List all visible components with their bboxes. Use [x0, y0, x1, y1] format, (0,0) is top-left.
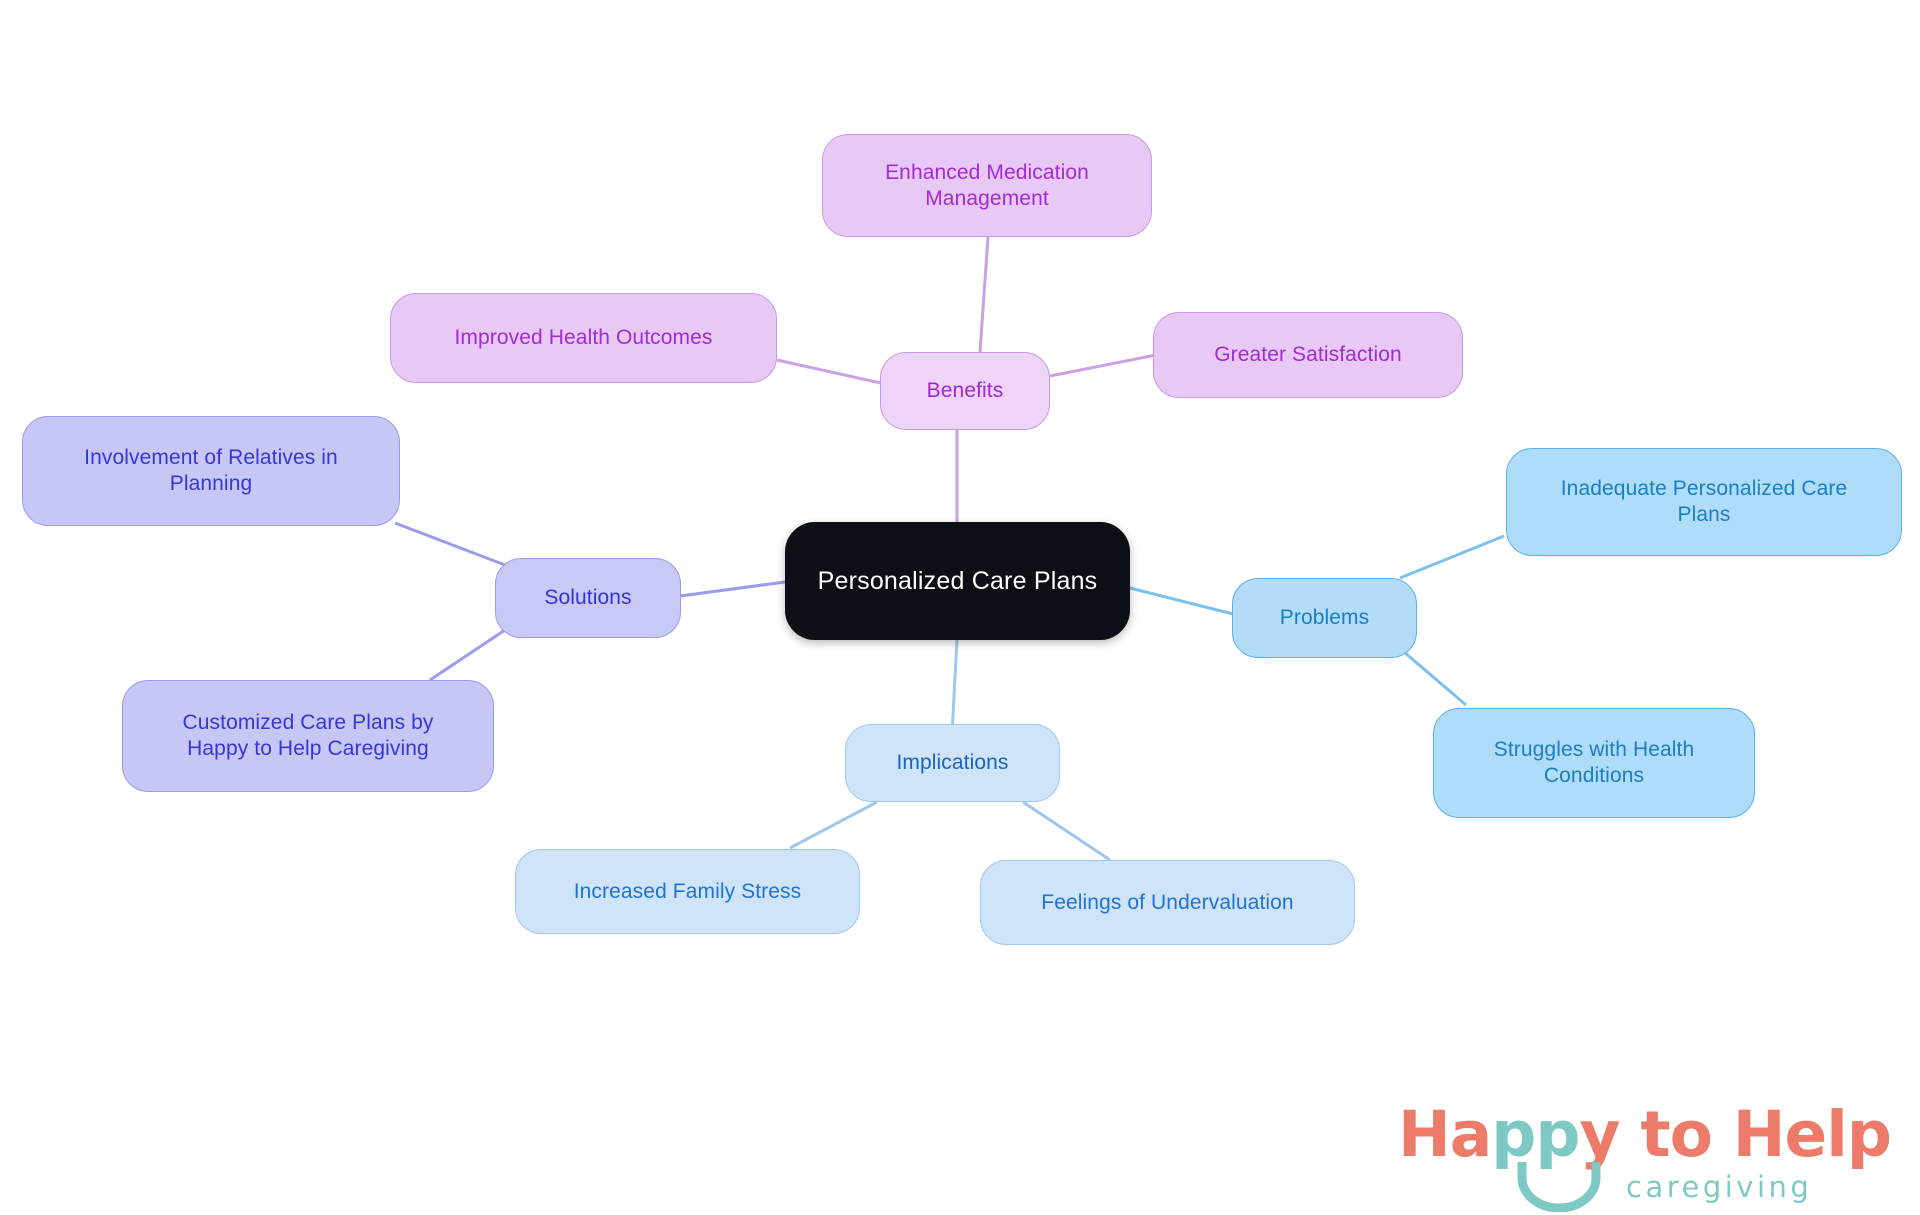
node-leaf-involvement-of-relatives[interactable]: Involvement of Relatives in Planning [22, 416, 400, 526]
node-label: Solutions [544, 586, 632, 610]
node-leaf-improved-health-outcomes[interactable]: Improved Health Outcomes [390, 293, 777, 383]
node-leaf-greater-satisfaction[interactable]: Greater Satisfaction [1153, 312, 1463, 398]
edge-solutions-relatives [394, 521, 506, 567]
logo-wordmark: Happy to Help [1398, 1098, 1892, 1171]
node-leaf-customized-care-plans[interactable]: Customized Care Plans by Happy to Help C… [122, 680, 494, 792]
edge-root-problems [1129, 586, 1238, 617]
node-label: Increased Family Stress [573, 879, 802, 903]
node-branch-solutions[interactable]: Solutions [495, 558, 681, 638]
edge-root-solutions [679, 580, 786, 598]
smile-arc-icon [1517, 1162, 1601, 1212]
edge-root-implications [950, 639, 959, 735]
edge-implications-stress [789, 800, 878, 850]
logo-ha: Ha [1398, 1098, 1492, 1171]
node-label: Benefits [926, 379, 1004, 403]
node-leaf-enhanced-medication-management[interactable]: Enhanced Medication Management [822, 134, 1152, 237]
edge-implications-undervaluation [1022, 800, 1111, 862]
logo-subtitle: caregiving [1626, 1170, 1813, 1204]
node-branch-implications[interactable]: Implications [845, 724, 1060, 802]
node-leaf-struggles-with-health-conditions[interactable]: Struggles with Health Conditions [1433, 708, 1755, 818]
node-label: Inadequate Personalized Care Plans [1560, 477, 1848, 526]
node-label: Implications [896, 751, 1009, 775]
node-label: Involvement of Relatives in Planning [84, 446, 338, 495]
node-leaf-increased-family-stress[interactable]: Increased Family Stress [515, 849, 860, 934]
logo-pp: pp [1491, 1098, 1580, 1171]
logo-y: y [1579, 1098, 1620, 1171]
node-label: Customized Care Plans by Happy to Help C… [182, 711, 434, 760]
edge-solutions-customized [429, 626, 509, 682]
node-label: Improved Health Outcomes [454, 326, 713, 350]
logo-to-help: to Help [1619, 1098, 1892, 1171]
node-label: Personalized Care Plans [817, 566, 1098, 595]
node-branch-benefits[interactable]: Benefits [880, 352, 1050, 430]
edge-benefits-satisfaction [1049, 353, 1157, 378]
node-leaf-feelings-of-undervaluation[interactable]: Feelings of Undervaluation [980, 860, 1355, 945]
node-label: Enhanced Medication Management [885, 160, 1089, 210]
node-leaf-inadequate-personalized-care-plans[interactable]: Inadequate Personalized Care Plans [1506, 448, 1902, 556]
node-label: Greater Satisfaction [1214, 343, 1402, 367]
node-branch-problems[interactable]: Problems [1232, 578, 1417, 658]
edge-problems-inadequate [1399, 534, 1505, 580]
node-root-personalized-care-plans[interactable]: Personalized Care Plans [785, 522, 1130, 640]
edge-benefits-medication [978, 236, 990, 353]
node-label: Problems [1279, 606, 1370, 630]
brand-logo: Happy to Help caregiving [1398, 1098, 1898, 1212]
node-label: Feelings of Undervaluation [1041, 890, 1294, 914]
node-label: Struggles with Health Conditions [1493, 738, 1695, 787]
